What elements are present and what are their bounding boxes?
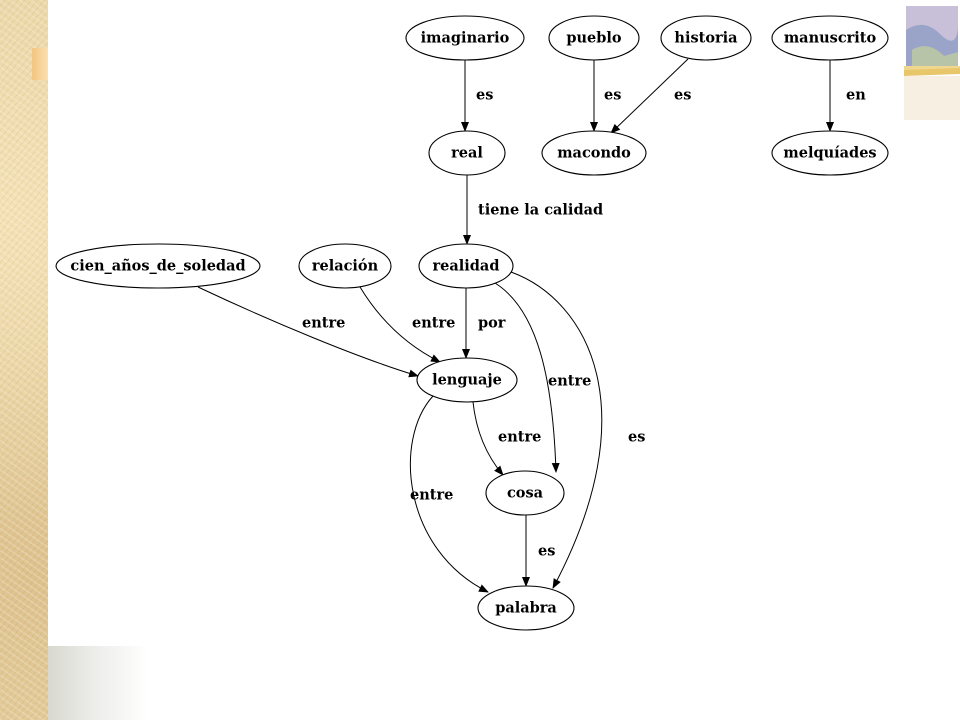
edge-label-realidad-cosa: entre xyxy=(548,373,591,390)
node-label-manuscrito: manuscrito xyxy=(784,30,877,47)
node-label-pueblo: pueblo xyxy=(566,30,622,47)
edge-label-real-realidad: tiene la calidad xyxy=(478,202,603,219)
edge-label-lenguaje-palabra: entre xyxy=(410,487,453,504)
abstract-picture-icon xyxy=(904,0,960,120)
edge-label-cosa-palabra: es xyxy=(538,543,555,560)
edge-lenguaje-palabra: entre xyxy=(409,395,489,593)
orange-accent-tab xyxy=(32,48,48,80)
bottom-corner-shade xyxy=(48,646,148,720)
node-pueblo: pueblo xyxy=(548,15,640,61)
edge-line-cien-lenguaje xyxy=(197,286,419,378)
edge-line-realidad-palabra xyxy=(510,271,603,589)
node-label-imaginario: imaginario xyxy=(421,30,510,47)
edge-cosa-palabra: es xyxy=(522,515,555,587)
edge-realidad-palabra: es xyxy=(510,271,645,589)
edge-label-imaginario-real: es xyxy=(476,87,493,104)
node-shape-imaginario xyxy=(405,15,525,61)
node-label-lenguaje: lenguaje xyxy=(432,372,502,389)
edge-lenguaje-cosa: entre xyxy=(472,401,541,476)
edge-manuscrito-melquiades: en xyxy=(826,60,866,132)
edge-label-relacion-lenguaje: entre xyxy=(412,315,455,332)
edge-line-lenguaje-palabra xyxy=(409,395,489,593)
node-label-cosa: cosa xyxy=(507,485,544,502)
edge-imaginario-real: es xyxy=(461,60,493,132)
edge-pueblo-macondo: es xyxy=(590,60,621,132)
edge-label-realidad-lenguaje: por xyxy=(478,315,506,332)
edge-label-realidad-palabra: es xyxy=(628,429,645,446)
node-label-palabra: palabra xyxy=(495,600,557,617)
node-cien: cien_años_de_soledad xyxy=(55,243,261,289)
node-label-real: real xyxy=(451,145,483,162)
edge-cien-lenguaje: entre xyxy=(197,286,419,378)
node-palabra: palabra xyxy=(477,585,575,631)
node-label-realidad: realidad xyxy=(433,258,500,275)
concept-graph: es es es en tiene la calidad entre entre por ent… xyxy=(55,15,889,631)
node-lenguaje: lenguaje xyxy=(416,357,518,403)
node-realidad: realidad xyxy=(418,243,514,289)
node-label-cien: cien_años_de_soledad xyxy=(70,258,245,275)
node-label-macondo: macondo xyxy=(557,145,631,162)
node-shape-realidad xyxy=(418,243,514,289)
node-real: real xyxy=(428,130,506,176)
edge-label-historia-macondo: es xyxy=(674,87,691,104)
node-shape-real xyxy=(428,130,506,176)
node-label-melquiades: melquíades xyxy=(783,145,876,162)
node-shape-pueblo xyxy=(548,15,640,61)
edge-label-cien-lenguaje: entre xyxy=(302,315,345,332)
node-shape-historia xyxy=(660,15,752,61)
node-manuscrito: manuscrito xyxy=(771,15,889,61)
node-imaginario: imaginario xyxy=(405,15,525,61)
node-cosa: cosa xyxy=(485,470,565,516)
edge-realidad-lenguaje: por xyxy=(462,288,506,359)
node-label-relacion: relación xyxy=(312,258,379,275)
parchment-side-strip xyxy=(0,0,48,720)
edge-line-relacion-lenguaje xyxy=(359,286,441,363)
node-shape-melquiades xyxy=(771,130,889,176)
edge-line-realidad-cosa xyxy=(494,282,560,473)
edge-line-historia-macondo xyxy=(610,58,689,134)
node-label-historia: historia xyxy=(674,30,738,47)
edge-label-pueblo-macondo: es xyxy=(604,87,621,104)
node-macondo: macondo xyxy=(541,130,647,176)
edge-realidad-cosa: entre xyxy=(494,282,591,473)
edge-label-lenguaje-cosa: entre xyxy=(498,429,541,446)
node-historia: historia xyxy=(660,15,752,61)
edge-real-realidad: tiene la calidad xyxy=(463,175,603,245)
node-shape-relacion xyxy=(298,243,392,289)
node-shape-palabra xyxy=(477,585,575,631)
node-relacion: relación xyxy=(298,243,392,289)
node-shape-macondo xyxy=(541,130,647,176)
node-shape-cien xyxy=(55,243,261,289)
edge-line-lenguaje-cosa xyxy=(472,401,504,476)
edge-label-manuscrito-melquiades: en xyxy=(846,87,866,104)
node-shape-lenguaje xyxy=(416,357,518,403)
edge-historia-macondo: es xyxy=(610,58,691,134)
edge-relacion-lenguaje: entre xyxy=(359,286,455,363)
node-shape-manuscrito xyxy=(771,15,889,61)
node-melquiades: melquíades xyxy=(771,130,889,176)
node-shape-cosa xyxy=(485,470,565,516)
